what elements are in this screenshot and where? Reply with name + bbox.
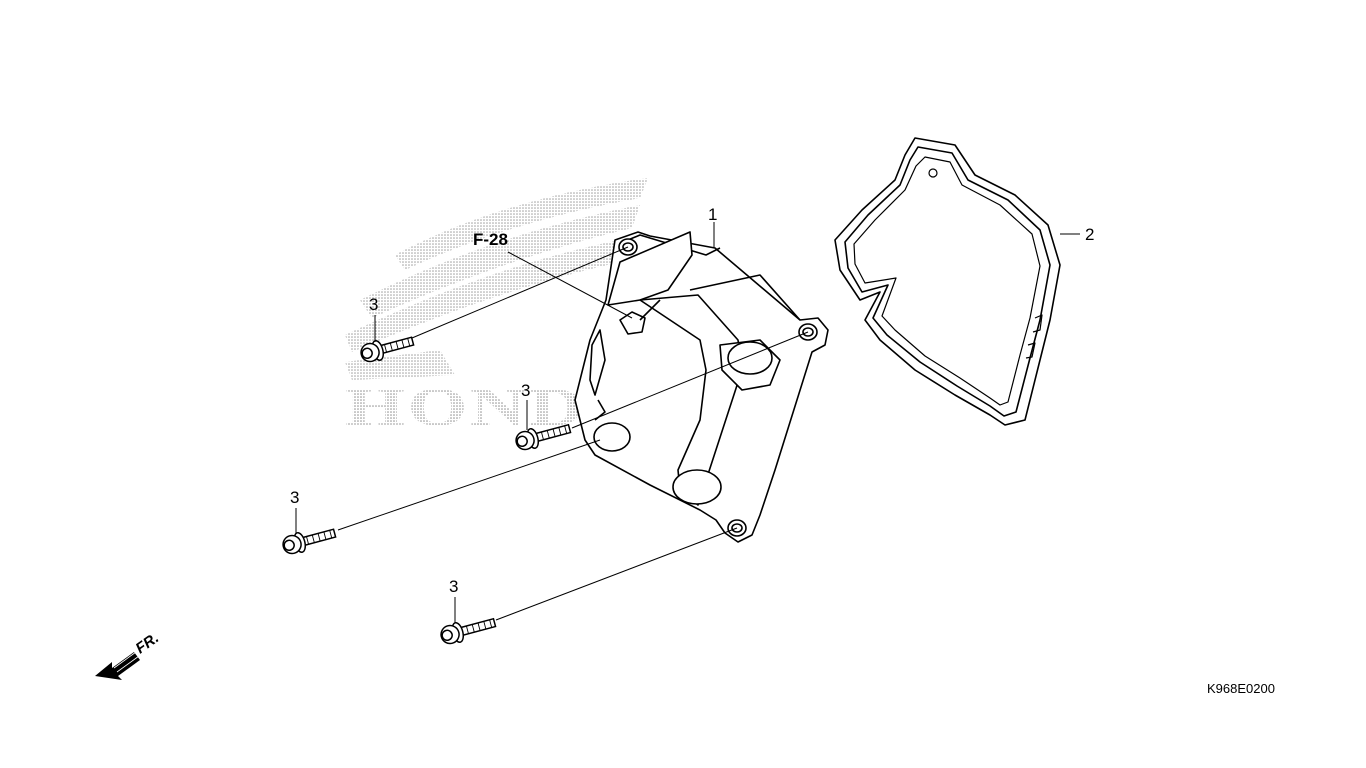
callout-bolt-number: 3 xyxy=(369,295,378,314)
flange-bolt xyxy=(515,423,572,451)
drawing-code: K968E0200 xyxy=(1207,681,1275,696)
flange-bolt xyxy=(282,528,337,555)
honda-wing-watermark: HONDA xyxy=(345,178,648,437)
callout-gasket-number: 2 xyxy=(1085,225,1094,244)
callout-bolt-number: 3 xyxy=(290,488,299,507)
head-cover-gasket xyxy=(834,137,1061,426)
front-direction-label: FR. xyxy=(133,629,163,657)
front-arrow-icon: FR. xyxy=(95,629,162,680)
reference-label: F-28 xyxy=(473,230,508,249)
cylinder-head-cover xyxy=(574,231,829,543)
flange-bolt xyxy=(440,617,497,645)
callout-bolt-number: 3 xyxy=(521,381,530,400)
assembly-lines xyxy=(337,246,809,621)
callout-cover-number: 1 xyxy=(708,205,717,224)
callout-bolt-number: 3 xyxy=(449,577,458,596)
flange-bolt xyxy=(360,336,415,363)
leader-lines xyxy=(295,222,1080,623)
